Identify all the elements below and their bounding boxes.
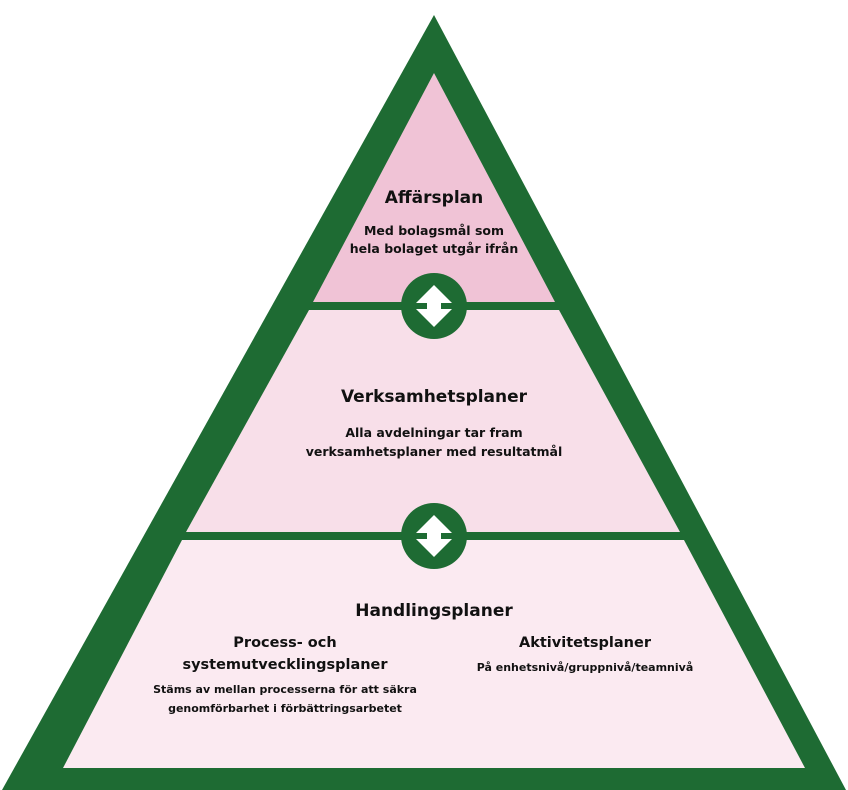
- up-down-arrow-icon: [416, 285, 452, 327]
- handlingsplaner-title: Handlingsplaner: [355, 601, 513, 621]
- process-line1: Stäms av mellan processerna för att säkr…: [153, 683, 417, 696]
- verksamhetsplaner-line2: verksamhetsplaner med resultatmål: [306, 444, 563, 459]
- tier-handlingsplaner: [63, 540, 805, 768]
- affarsplan-title: Affärsplan: [385, 188, 483, 208]
- process-line2: genomförbarhet i förbättringsarbetet: [168, 702, 402, 715]
- tier-verksamhetsplaner: [186, 310, 680, 532]
- process-title-line1: Process- och: [233, 635, 336, 651]
- verksamhetsplaner-title: Verksamhetsplaner: [341, 387, 528, 407]
- up-down-arrow-icon: [416, 515, 452, 557]
- lower-connector: [401, 503, 467, 569]
- affarsplan-line2: hela bolaget utgår ifrån: [350, 241, 518, 256]
- affarsplan-line1: Med bolagsmål som: [364, 223, 504, 238]
- upper-connector: [401, 273, 467, 339]
- verksamhetsplaner-line1: Alla avdelningar tar fram: [345, 425, 522, 440]
- aktivitetsplaner-line1: På enhetsnivå/gruppnivå/teamnivå: [477, 661, 694, 674]
- tier-affarsplan: [313, 73, 555, 302]
- process-title-line2: systemutvecklingsplaner: [182, 657, 388, 673]
- aktivitetsplaner-title: Aktivitetsplaner: [519, 635, 652, 651]
